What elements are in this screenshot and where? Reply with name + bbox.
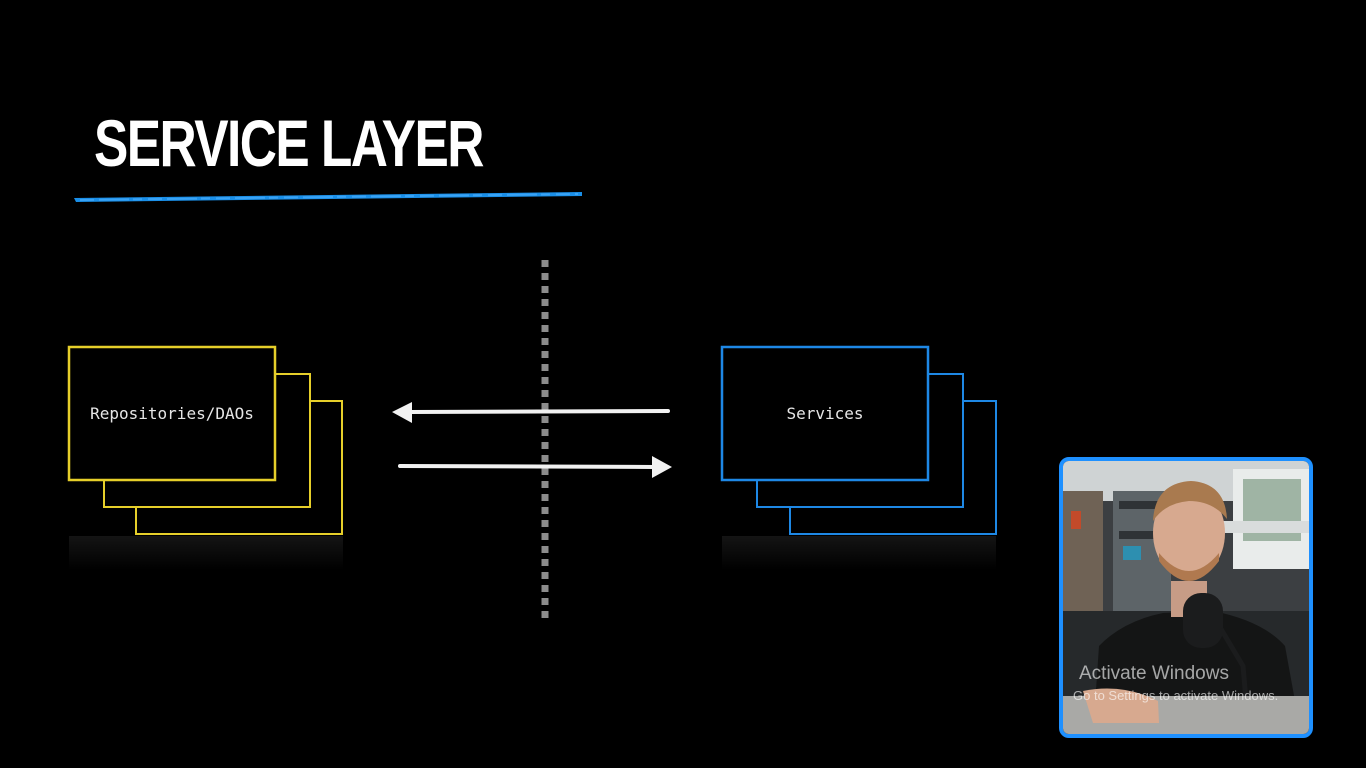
- services-label: Services: [786, 404, 863, 423]
- title-underline: [74, 192, 582, 202]
- webcam-overlay: Activate Windows Go to Settings to activ…: [1059, 457, 1313, 738]
- repositories-box: [67, 345, 277, 482]
- repositories-label: Repositories/DAOs: [90, 404, 254, 423]
- slide-title: SERVICE LAYER: [94, 106, 484, 180]
- services-stack: Services: [720, 345, 997, 570]
- arrow-left: [392, 402, 670, 423]
- arrow-right: [398, 456, 672, 478]
- activation-watermark-title: Activate Windows: [1079, 663, 1229, 684]
- activation-watermark-subtitle: Go to Settings to activate Windows.: [1073, 688, 1279, 703]
- repositories-stack: Repositories/DAOs: [67, 345, 343, 570]
- presenter-video: [1063, 461, 1309, 734]
- services-box: [720, 345, 930, 482]
